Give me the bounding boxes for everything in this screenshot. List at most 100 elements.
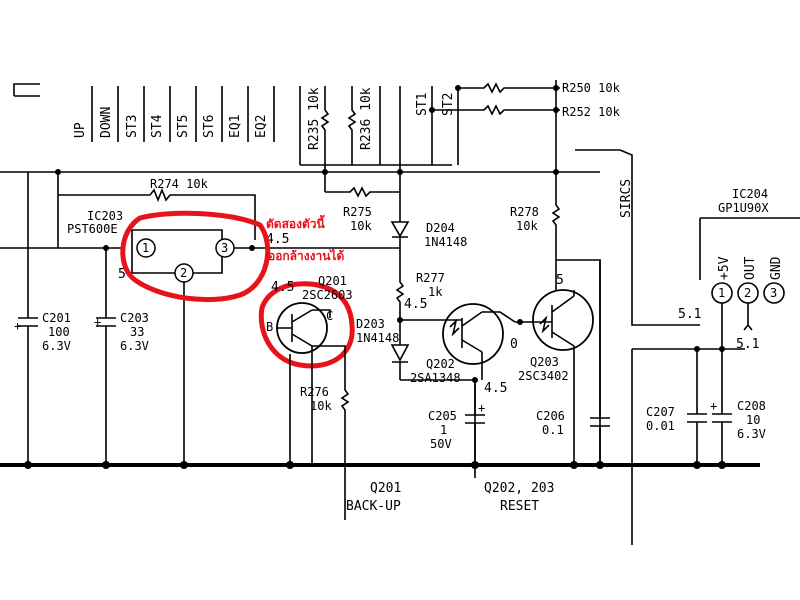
c206-value: 0.1 bbox=[542, 423, 564, 437]
c205-volt: 50V bbox=[430, 437, 452, 451]
d204-ref: D204 bbox=[426, 221, 455, 235]
d204-part: 1N4148 bbox=[424, 235, 467, 249]
q201-ref: Q201 bbox=[318, 274, 347, 288]
pin-leads bbox=[91, 86, 301, 142]
d203-diode bbox=[390, 336, 410, 380]
c208-capacitor: + bbox=[710, 349, 732, 465]
ic203-part: PST600E bbox=[67, 222, 118, 236]
q203-leads bbox=[515, 290, 575, 465]
corner-bracket bbox=[13, 83, 40, 97]
ic204-part: GP1U90X bbox=[718, 201, 769, 215]
ic204-label-out: OUT bbox=[743, 256, 758, 280]
c201-volt: 6.3V bbox=[42, 339, 71, 353]
q202-part: 2SA1348 bbox=[410, 371, 461, 385]
d203-ref: D203 bbox=[356, 317, 385, 331]
r278-value: 10k bbox=[516, 219, 538, 233]
v45-q202: 4.5 bbox=[404, 297, 427, 312]
c208-volt: 6.3V bbox=[737, 427, 766, 441]
ground-drops bbox=[289, 354, 476, 520]
svg-text:3: 3 bbox=[221, 241, 228, 255]
r275-resistor bbox=[325, 186, 400, 198]
c208-value: 10 bbox=[746, 413, 760, 427]
r252-resistor bbox=[432, 104, 560, 116]
svg-text:+: + bbox=[14, 319, 21, 333]
ic203-ref: IC203 bbox=[87, 209, 123, 223]
footer-reset: RESET bbox=[500, 499, 539, 514]
c208-ref: C208 bbox=[737, 399, 766, 413]
v45-q201: 4.5 bbox=[271, 280, 294, 295]
ic204-leads bbox=[631, 303, 753, 545]
top-pin-labels: UP DOWN ST3 ST4 ST5 ST6 EQ1 EQ2 bbox=[73, 107, 269, 138]
c207-capacitor bbox=[687, 349, 707, 465]
st2-label: ST2 bbox=[441, 93, 456, 116]
sircs-label: SIRCS bbox=[619, 179, 634, 218]
svg-text:+: + bbox=[710, 399, 717, 413]
r235-label: R235 10k bbox=[307, 87, 322, 150]
ic204-label-5v: +5V bbox=[717, 256, 732, 280]
c207-value: 0.01 bbox=[646, 419, 675, 433]
svg-text:1: 1 bbox=[718, 286, 725, 300]
pin-eq2: EQ2 bbox=[254, 115, 269, 138]
annotation-text-line2: ออกล้างงานได้ bbox=[268, 248, 344, 263]
ic203-leads bbox=[183, 247, 400, 465]
ic204-pin3 bbox=[763, 282, 785, 304]
ic204-body bbox=[699, 217, 800, 280]
top-rail bbox=[0, 164, 600, 173]
q203-transistor bbox=[532, 289, 594, 351]
d204-diode bbox=[390, 200, 410, 260]
r278-resistor bbox=[551, 172, 561, 260]
pin-up: UP bbox=[73, 122, 88, 138]
ic203-pin1 bbox=[136, 238, 156, 258]
v45-q202-emit: 4.5 bbox=[484, 381, 507, 396]
st-leads bbox=[431, 86, 459, 165]
svg-text:2: 2 bbox=[180, 266, 187, 280]
c203-capacitor: + bbox=[94, 248, 116, 465]
v5-q203: 5 bbox=[556, 273, 564, 288]
pin-down: DOWN bbox=[99, 107, 114, 138]
r276-resistor bbox=[312, 345, 350, 465]
c205-capacitor: + bbox=[465, 380, 485, 465]
svg-text:2: 2 bbox=[744, 286, 751, 300]
q203-part: 2SC3402 bbox=[518, 369, 569, 383]
top-vertical-wires bbox=[299, 86, 401, 200]
q201-b: B bbox=[266, 320, 273, 334]
c205-ref: C205 bbox=[428, 409, 457, 423]
pin-st6: ST6 bbox=[202, 115, 217, 138]
r250-resistor bbox=[458, 82, 560, 94]
c201-ref: C201 bbox=[42, 311, 71, 325]
v51-b: 5.1 bbox=[736, 337, 759, 352]
pin-st5: ST5 bbox=[176, 115, 191, 138]
c201-capacitor: + bbox=[14, 172, 38, 465]
svg-text:3: 3 bbox=[770, 286, 777, 300]
r235-resistor bbox=[320, 86, 330, 192]
footer-q202: Q202, 203 bbox=[484, 481, 554, 496]
pin-st4: ST4 bbox=[150, 114, 165, 138]
annotation-circle-q201 bbox=[258, 281, 355, 369]
c203-value: 33 bbox=[130, 325, 144, 339]
q201-c: C bbox=[326, 309, 333, 323]
r277-value: 1k bbox=[428, 285, 443, 299]
pin-eq1: EQ1 bbox=[228, 115, 243, 138]
r274-label: R274 10k bbox=[150, 177, 209, 191]
r276-ref: R276 bbox=[300, 385, 329, 399]
r275-value: 10k bbox=[350, 219, 372, 233]
r277-resistor bbox=[395, 260, 405, 336]
c203-volt: 6.3V bbox=[120, 339, 149, 353]
r274-wire bbox=[57, 172, 256, 248]
r236-label: R236 10k bbox=[359, 87, 374, 150]
r277-ref: R277 bbox=[416, 271, 445, 285]
footer-backup: BACK-UP bbox=[346, 499, 401, 514]
r275-ref: R275 bbox=[343, 205, 372, 219]
annotation-text-line1: ตัดสองตัวนี้ bbox=[266, 214, 326, 231]
q201-leads bbox=[276, 309, 331, 465]
r250-label: R250 10k bbox=[562, 81, 621, 95]
svg-text:+: + bbox=[94, 315, 101, 329]
pin-st3: ST3 bbox=[125, 115, 140, 138]
c206-ref: C206 bbox=[536, 409, 565, 423]
c206-capacitor bbox=[590, 260, 610, 465]
svg-text:+: + bbox=[478, 401, 485, 415]
r252-label: R252 10k bbox=[562, 105, 621, 119]
ic204-ref: IC204 bbox=[732, 187, 768, 201]
sircs-line bbox=[575, 149, 700, 326]
